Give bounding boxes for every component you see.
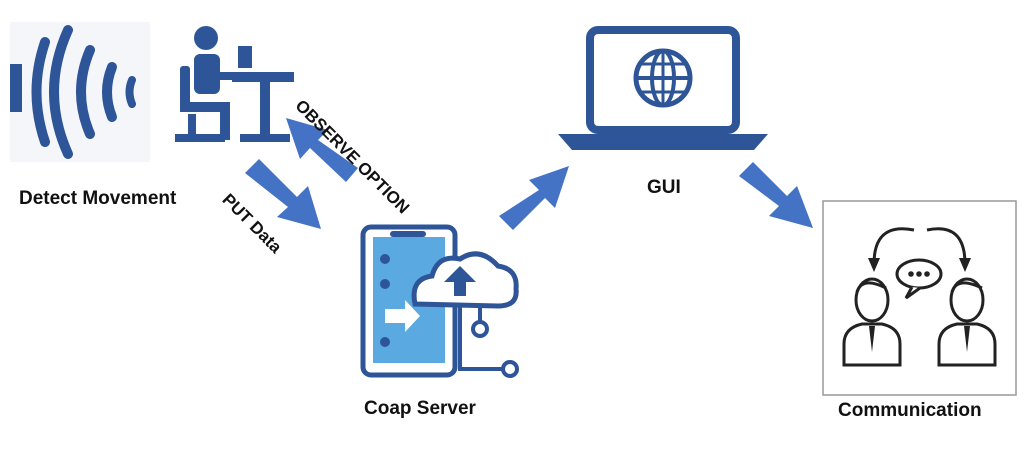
laptop-globe-icon [558,26,768,150]
cloud-server-icon [360,224,519,378]
coap-server-label: Coap Server [364,398,476,419]
gui-to-communication-arrow [739,162,813,228]
gui-label: GUI [647,177,681,198]
coap-to-gui-arrow [499,166,569,230]
people-conversation-icon [822,200,1017,396]
motion-sensor-person-icon [10,22,294,162]
communication-label: Communication [838,400,982,421]
detect-movement-label: Detect Movement [19,188,177,209]
put-data-arrow [245,159,321,229]
observe-option-arrow [286,118,358,182]
